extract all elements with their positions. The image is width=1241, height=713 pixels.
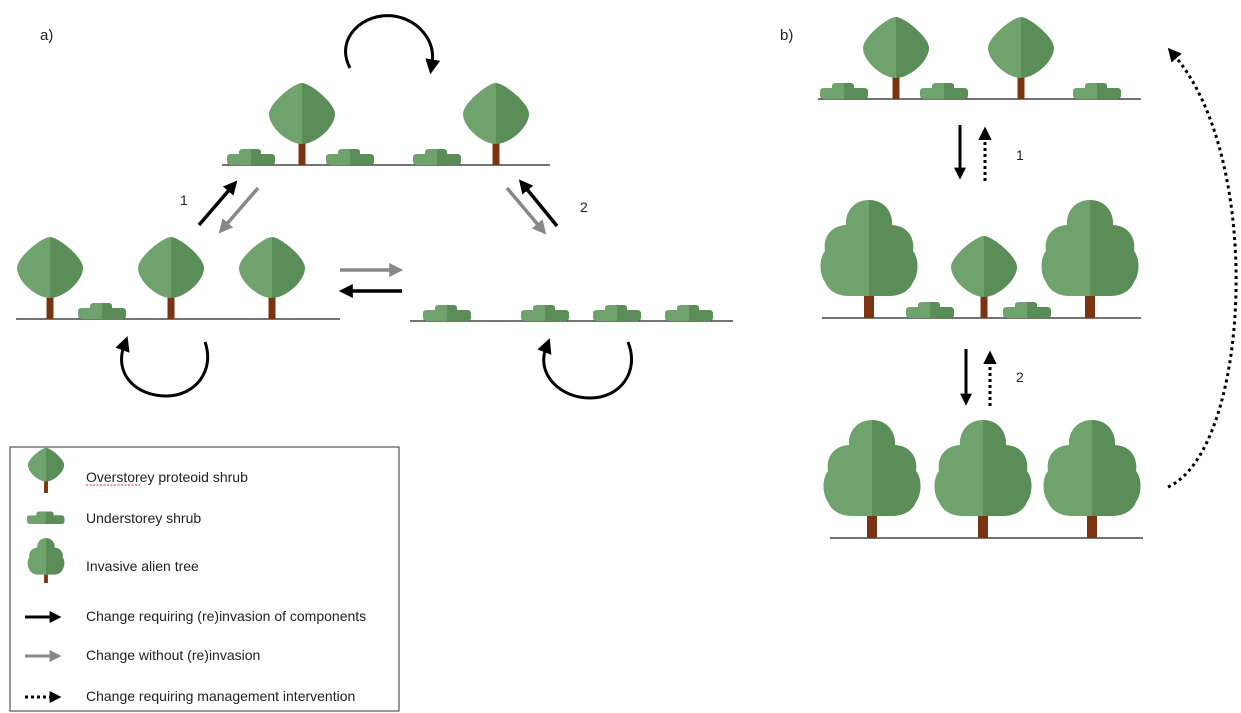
understorey-shrub-icon xyxy=(521,305,569,321)
understorey-shrub-icon xyxy=(906,302,954,318)
legend-label: Invasive alien tree xyxy=(86,558,199,574)
understorey-shrub-icon xyxy=(326,149,374,165)
proteoid-shrub-icon xyxy=(269,83,335,165)
understorey-shrub-icon xyxy=(78,303,126,319)
understorey-shrub-icon xyxy=(1003,302,1051,318)
self-loop-arrow xyxy=(115,336,210,398)
legend-label: Overstorey proteoid shrub xyxy=(86,469,248,485)
grey-arrow-icon xyxy=(218,186,260,234)
transition-2-label: 2 xyxy=(580,199,588,215)
state-right xyxy=(410,305,733,322)
understorey-shrub-icon xyxy=(413,149,461,165)
understorey-shrub-icon xyxy=(920,83,968,99)
proteoid-shrub-icon xyxy=(863,17,929,99)
panel-a-label: a) xyxy=(40,27,53,44)
understorey-shrub-icon xyxy=(665,305,713,321)
legend-label: Change requiring (re)invasion of compone… xyxy=(86,608,366,624)
understorey-shrub-icon xyxy=(593,305,641,321)
dotted-arrow-icon xyxy=(1167,47,1238,489)
self-loop-arrow xyxy=(344,14,441,75)
alien-tree-icon xyxy=(1041,200,1139,318)
proteoid-shrub-icon xyxy=(239,237,305,319)
alien-tree-icon xyxy=(1043,420,1141,538)
understorey-shrub-icon xyxy=(423,305,471,321)
black-arrow-icon xyxy=(197,180,238,227)
understorey-shrub-icon xyxy=(820,83,868,99)
state-b-bottom xyxy=(823,420,1143,539)
transition-2-label: 2 xyxy=(1016,369,1024,385)
transition-1-label: 1 xyxy=(1016,147,1024,163)
black-arrow-icon xyxy=(518,179,559,228)
legend-label: Understorey shrub xyxy=(86,510,201,526)
proteoid-shrub-icon xyxy=(463,83,529,165)
proteoid-shrub-icon xyxy=(988,17,1054,99)
self-loop-arrow xyxy=(537,338,634,400)
alien-tree-icon xyxy=(820,200,918,318)
understorey-shrub-icon xyxy=(1073,83,1121,99)
legend-label: Change without (re)invasion xyxy=(86,647,260,663)
proteoid-shrub-icon xyxy=(17,237,83,319)
state-top xyxy=(222,83,550,166)
state-b-middle xyxy=(820,200,1141,319)
legend: Overstorey proteoid shrub Understorey sh… xyxy=(9,446,400,712)
proteoid-shrub-icon xyxy=(951,236,1017,318)
alien-tree-icon xyxy=(934,420,1032,538)
proteoid-shrub-icon xyxy=(138,237,204,319)
grey-arrow-icon xyxy=(505,186,547,235)
alien-tree-icon xyxy=(823,420,921,538)
legend-label: Change requiring management intervention xyxy=(86,688,355,704)
state-left xyxy=(16,237,340,320)
understorey-shrub-icon xyxy=(227,149,275,165)
state-b-top xyxy=(818,17,1141,100)
panel-b-label: b) xyxy=(780,27,793,44)
transition-1-label: 1 xyxy=(180,192,188,208)
